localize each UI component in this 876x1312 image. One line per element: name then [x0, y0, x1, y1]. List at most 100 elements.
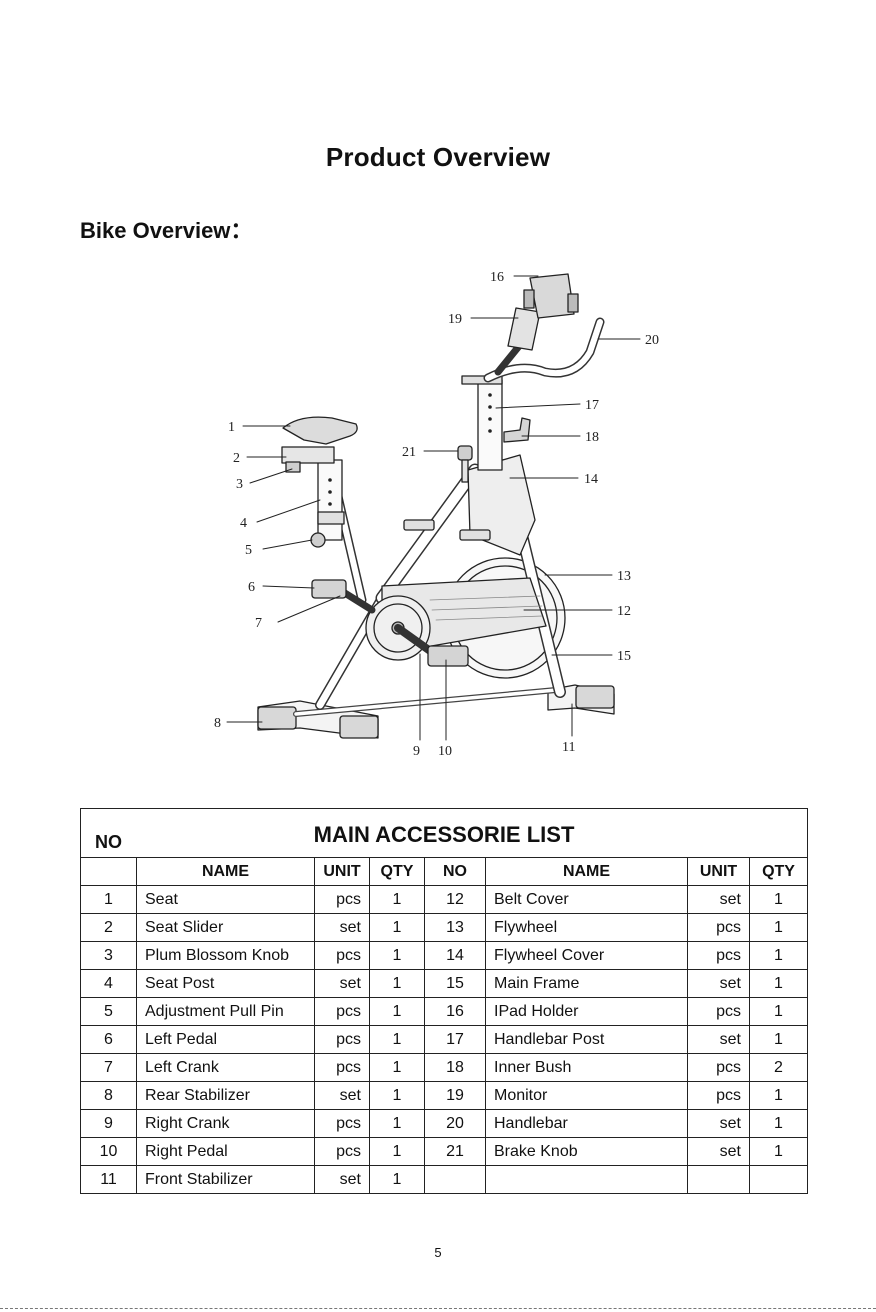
cell-no: 20 [424, 1109, 486, 1138]
cell-no: 21 [424, 1137, 486, 1166]
callout-8: 8 [214, 716, 221, 731]
cell-name: Left Crank [136, 1053, 315, 1082]
header-name-left: NAME [136, 857, 315, 886]
cell-qty: 1 [369, 1081, 425, 1110]
callout-14: 14 [584, 472, 598, 487]
cell-no: 6 [80, 1025, 137, 1054]
cell-qty [748, 1165, 809, 1194]
seat-drawing [282, 416, 358, 445]
accessory-table: MAIN ACCESSORIE LIST NO NAME UNIT QTY NO… [79, 808, 809, 1194]
cell-unit: pcs [687, 1053, 750, 1082]
cell-unit: set [314, 913, 370, 942]
callout-numbers: 1 2 3 4 5 6 7 8 9 10 11 12 13 14 15 16 1… [214, 270, 659, 759]
cell-name: Inner Bush [485, 1053, 688, 1082]
callout-13: 13 [617, 569, 631, 584]
cell-qty: 1 [369, 941, 425, 970]
header-qty-right: QTY [748, 857, 809, 886]
page-number: 5 [434, 1245, 442, 1260]
callout-11: 11 [562, 740, 575, 755]
cell-unit: pcs [314, 1137, 370, 1166]
header-blank [80, 857, 137, 886]
cell-name: Handlebar [485, 1109, 688, 1138]
cell-qty: 1 [369, 1165, 425, 1194]
cell-qty: 1 [369, 969, 425, 998]
footer-divider [0, 1308, 876, 1309]
table-title: MAIN ACCESSORIE LIST [313, 822, 575, 847]
cell-qty: 1 [748, 1025, 809, 1054]
cell-unit: pcs [687, 913, 750, 942]
callout-5: 5 [245, 543, 252, 558]
cell-no: 11 [80, 1165, 137, 1194]
callout-9: 9 [413, 744, 420, 759]
handlebar-post-drawing [461, 375, 503, 471]
brake-knob-drawing [457, 445, 473, 483]
cell-qty: 1 [748, 885, 809, 914]
cell-qty: 1 [748, 969, 809, 998]
cell-no: 16 [424, 997, 486, 1026]
callout-12: 12 [617, 604, 631, 619]
header-unit-right: UNIT [687, 857, 750, 886]
cell-name: IPad Holder [485, 997, 688, 1026]
cell-no: 5 [80, 997, 137, 1026]
cell-no: 17 [424, 1025, 486, 1054]
cell-unit: pcs [314, 1109, 370, 1138]
cell-no: 1 [80, 885, 137, 914]
cell-unit: pcs [314, 1053, 370, 1082]
cell-no: 9 [80, 1109, 137, 1138]
cell-qty: 1 [748, 1109, 809, 1138]
cell-name: Flywheel Cover [485, 941, 688, 970]
cell-no: 8 [80, 1081, 137, 1110]
cell-no: 14 [424, 941, 486, 970]
callout-2: 2 [233, 451, 240, 466]
cell-qty: 1 [369, 913, 425, 942]
cell-qty: 1 [748, 1081, 809, 1110]
inner-bush-drawing [503, 417, 531, 443]
cell-no: 15 [424, 969, 486, 998]
cell-qty: 1 [748, 913, 809, 942]
page-title: Product Overview [325, 142, 551, 172]
left-pedal-drawing [311, 579, 347, 599]
cell-name: Main Frame [485, 969, 688, 998]
cell-name: Plum Blossom Knob [136, 941, 315, 970]
cell-no: 4 [80, 969, 137, 998]
cell-name: Flywheel [485, 913, 688, 942]
cell-name: Belt Cover [485, 885, 688, 914]
cell-unit: set [314, 1165, 370, 1194]
callout-15: 15 [617, 649, 631, 664]
cell-no: 2 [80, 913, 137, 942]
callout-leaders [226, 275, 641, 741]
seat-slider-drawing [281, 446, 335, 473]
cell-no: 19 [424, 1081, 486, 1110]
cell-qty: 1 [369, 1053, 425, 1082]
cell-no [424, 1165, 486, 1194]
ipad-holder-drawing [523, 273, 579, 319]
cell-qty: 1 [748, 1137, 809, 1166]
cell-qty: 1 [748, 997, 809, 1026]
cell-unit: set [687, 1025, 750, 1054]
cell-qty: 1 [369, 1137, 425, 1166]
monitor-drawing [507, 307, 541, 351]
callout-4: 4 [240, 516, 247, 531]
callout-7: 7 [255, 616, 262, 631]
cell-unit: pcs [687, 941, 750, 970]
callout-3: 3 [236, 477, 243, 492]
table-corner-label: NO [95, 832, 122, 852]
callout-10: 10 [438, 744, 452, 759]
cell-unit: set [314, 1081, 370, 1110]
cell-name: Right Pedal [136, 1137, 315, 1166]
cell-unit: pcs [314, 997, 370, 1026]
cell-unit: pcs [314, 885, 370, 914]
bike-diagram: 1 2 3 4 5 6 7 8 9 10 11 12 13 14 15 16 1… [214, 270, 659, 759]
cell-no: 10 [80, 1137, 137, 1166]
cell-name: Handlebar Post [485, 1025, 688, 1054]
cell-name: Rear Stabilizer [136, 1081, 315, 1110]
header-unit-left: UNIT [314, 857, 370, 886]
callout-16: 16 [490, 270, 504, 285]
cell-name: Adjustment Pull Pin [136, 997, 315, 1026]
